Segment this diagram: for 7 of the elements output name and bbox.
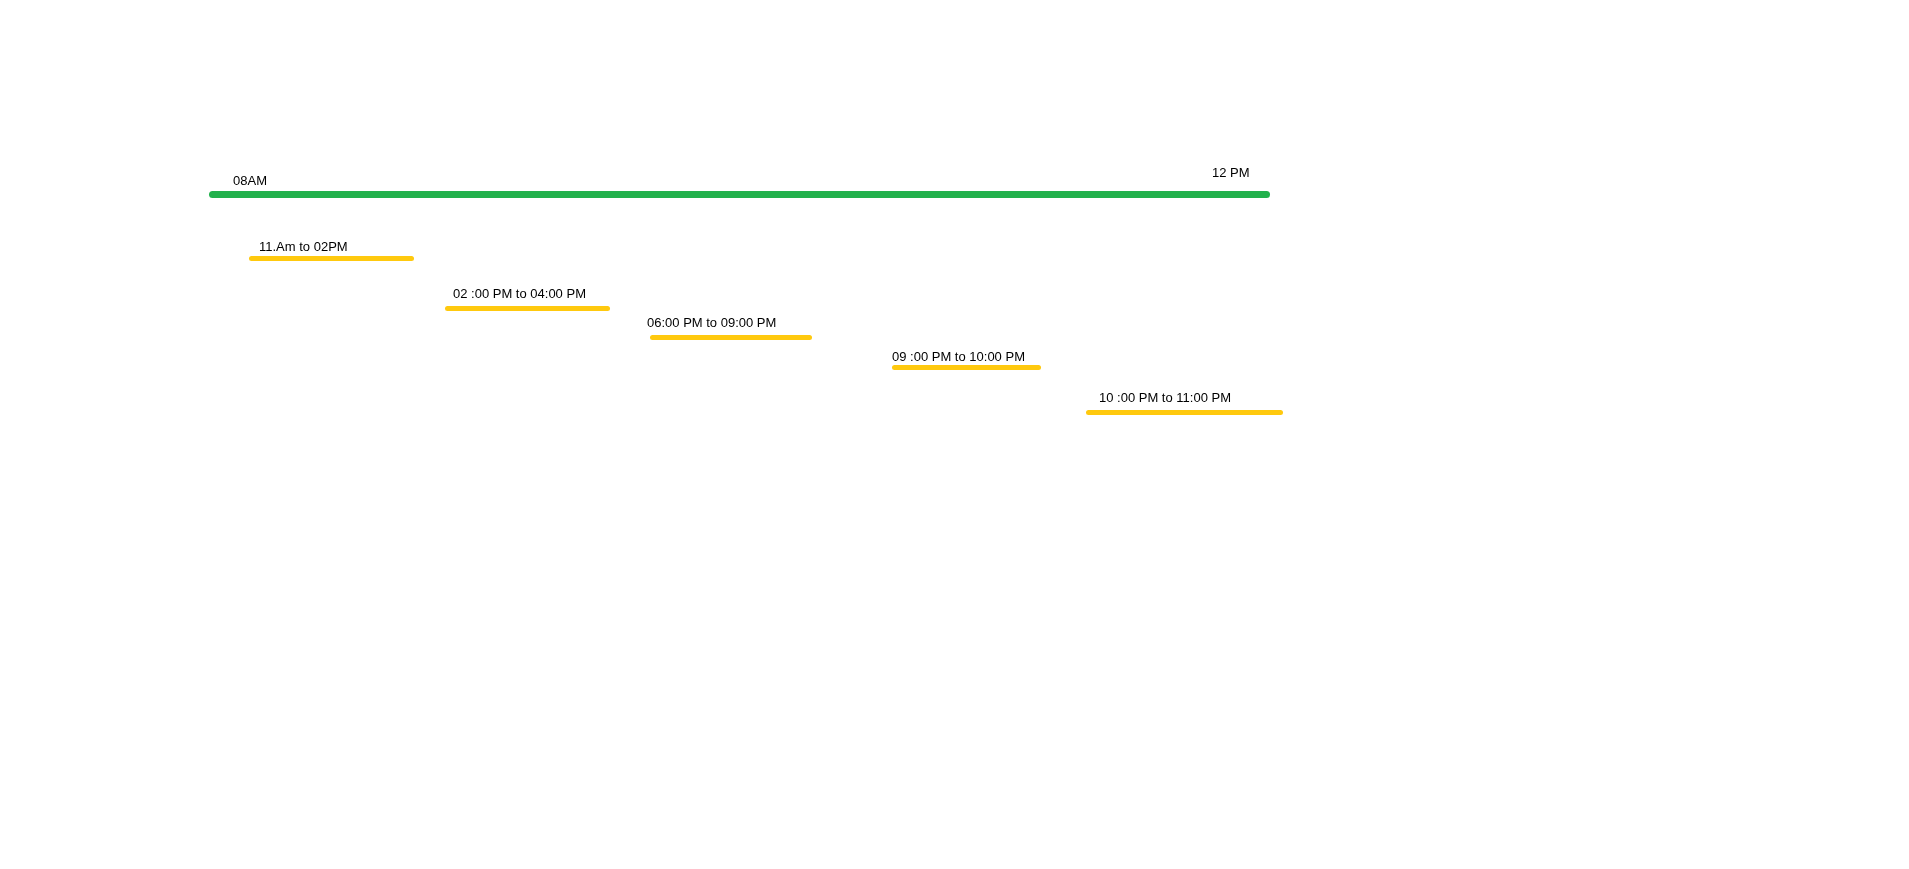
end-time-label: 12 PM xyxy=(1212,165,1250,180)
time-slot-label: 10 :00 PM to 11:00 PM xyxy=(1099,390,1231,405)
time-slot-label: 11.Am to 02PM xyxy=(259,239,348,254)
time-slot-label: 02 :00 PM to 04:00 PM xyxy=(453,286,586,301)
start-time-label: 08AM xyxy=(233,173,267,188)
time-slot-label: 09 :00 PM to 10:00 PM xyxy=(892,349,1025,364)
time-slot-label: 06:00 PM to 09:00 PM xyxy=(647,315,777,330)
